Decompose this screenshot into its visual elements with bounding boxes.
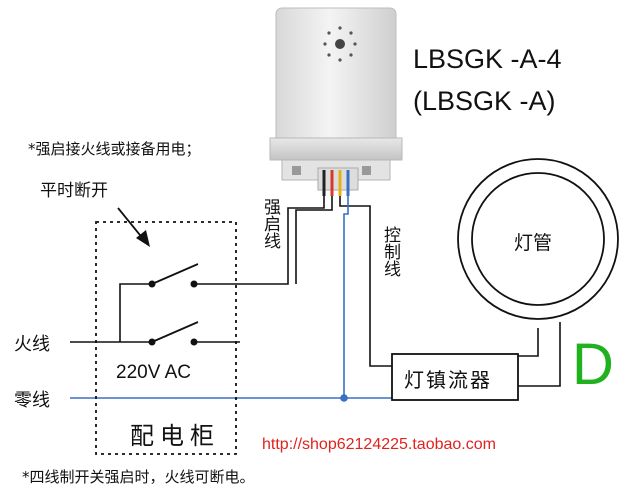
lamp-icon bbox=[457, 158, 619, 320]
arrow-icon bbox=[117, 207, 150, 247]
model-alt-name: (LBSGK -A) bbox=[413, 86, 556, 116]
force-wire-label: 强启线 bbox=[260, 198, 280, 249]
neutral-wire-label: 零线 bbox=[14, 390, 50, 411]
model-name: LBSGK -A-4 bbox=[413, 44, 562, 74]
live-wire-label: 火线 bbox=[14, 334, 50, 355]
normally-open-label: 平时断开 bbox=[40, 181, 108, 201]
ballast-box bbox=[391, 353, 519, 401]
ballast-label: 灯镇流器 bbox=[404, 368, 492, 392]
control-wire-label: 控制线 bbox=[380, 226, 400, 277]
cabinet-label: 配电柜 bbox=[130, 422, 220, 450]
sensor-lens bbox=[323, 26, 357, 62]
wires bbox=[70, 196, 561, 387]
cabinet-box bbox=[95, 221, 237, 455]
voltage-label: 220V AC bbox=[116, 362, 191, 383]
bottom-note: *四线制开关强启时，火线可断电。 bbox=[22, 468, 255, 486]
shop-url: http://shop62124225.taobao.com bbox=[262, 436, 496, 453]
letter-mark: D bbox=[572, 332, 614, 397]
switch-contacts bbox=[148, 263, 199, 346]
sensor-device bbox=[269, 7, 403, 196]
neutral-wire bbox=[70, 196, 392, 402]
lamp-label: 灯管 bbox=[514, 232, 553, 254]
top-note: *强启接火线或接备用电； bbox=[28, 140, 201, 158]
